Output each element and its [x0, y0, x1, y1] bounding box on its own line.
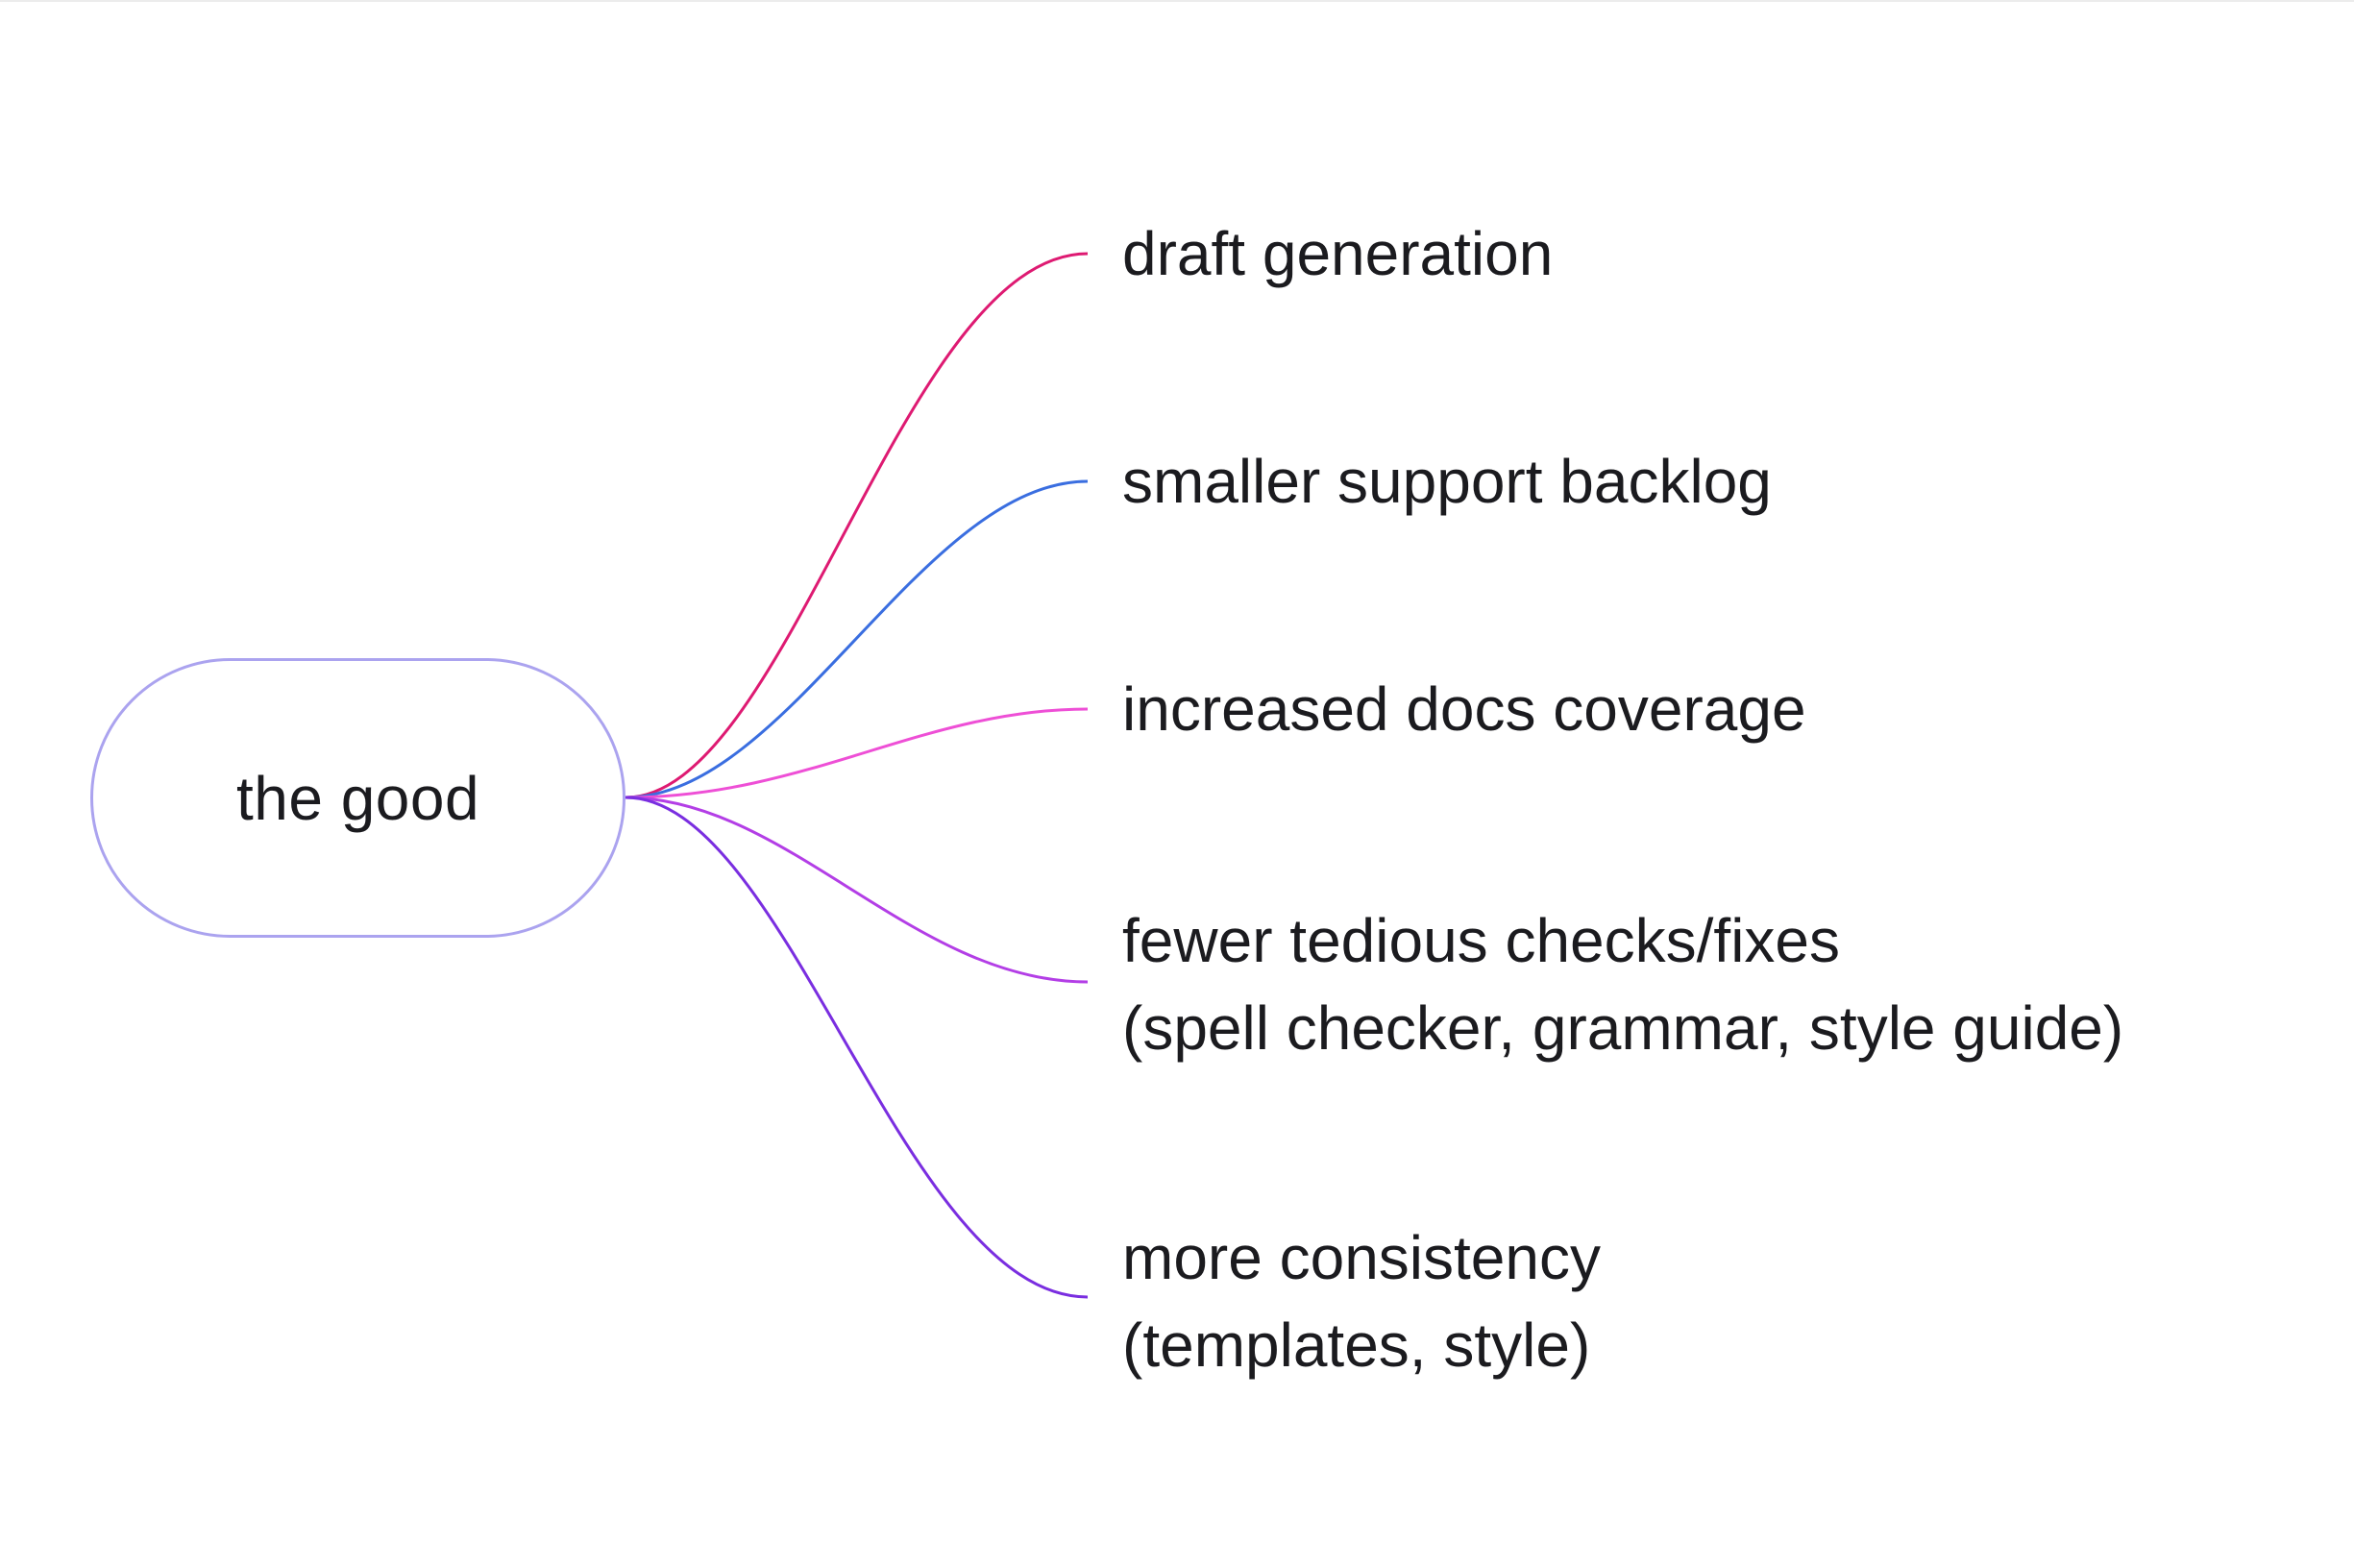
connector-line-tedious-checks	[625, 796, 1089, 984]
branch-label: more consistency	[1122, 1223, 1601, 1292]
branch-label: increased docs coverage	[1122, 674, 1806, 744]
branch-node-draft-generation[interactable]: draft generation	[1122, 210, 1553, 298]
connector-line-support-backlog	[625, 479, 1089, 799]
branch-node-consistency[interactable]: more consistency (templates, style)	[1122, 1214, 1601, 1389]
connector-line-docs-coverage	[625, 707, 1089, 799]
branch-node-support-backlog[interactable]: smaller support backlog	[1122, 438, 1772, 526]
branch-label: draft generation	[1122, 219, 1554, 288]
branch-label: fewer tedious checks/fixes	[1122, 906, 1840, 975]
connector-line-consistency	[625, 796, 1089, 1299]
root-node[interactable]: the good	[90, 658, 625, 938]
branch-node-docs-coverage[interactable]: increased docs coverage	[1122, 666, 1806, 753]
connector-line-draft-generation	[625, 252, 1089, 799]
branch-sublabel: (templates, style)	[1122, 1311, 1591, 1380]
branch-sublabel: (spell checker, grammar, style guide)	[1122, 993, 2124, 1063]
branch-node-tedious-checks[interactable]: fewer tedious checks/fixes (spell checke…	[1122, 897, 2123, 1072]
branch-label: smaller support backlog	[1122, 447, 1772, 516]
root-node-label: the good	[235, 763, 480, 833]
